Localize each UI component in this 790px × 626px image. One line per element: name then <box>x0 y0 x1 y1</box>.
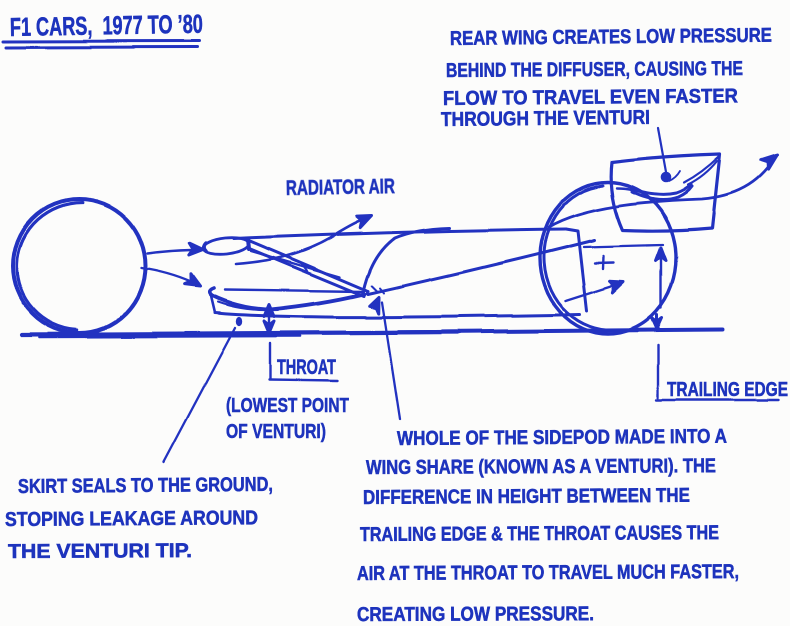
svg-text:FLOW TO TRAVEL EVEN FASTER: FLOW TO TRAVEL EVEN FASTER <box>443 85 739 110</box>
svg-text:CREATING LOW PRESSURE.: CREATING LOW PRESSURE. <box>357 603 594 626</box>
svg-text:(LOWEST POINT: (LOWEST POINT <box>226 395 349 417</box>
svg-text:WHOLE OF THE SIDEPOD MADE INTO: WHOLE OF THE SIDEPOD MADE INTO A <box>397 426 727 450</box>
svg-text:TRAILING EDGE: TRAILING EDGE <box>667 379 788 401</box>
svg-text:STOPING LEAKAGE AROUND: STOPING LEAKAGE AROUND <box>5 507 258 531</box>
svg-text:THROAT: THROAT <box>277 356 336 379</box>
svg-text:OF VENTURI): OF VENTURI) <box>226 421 326 443</box>
svg-text:THROUGH THE VENTURI: THROUGH THE VENTURI <box>441 107 650 131</box>
svg-text:RADIATOR AIR: RADIATOR AIR <box>286 175 395 200</box>
svg-text:REAR WING CREATES LOW PRESSURE: REAR WING CREATES LOW PRESSURE <box>450 25 772 50</box>
svg-text:WING SHARE (KNOWN AS A VENTURI: WING SHARE (KNOWN AS A VENTURI). THE <box>366 455 716 479</box>
svg-text:BEHIND THE DIFFUSER, CAUSING T: BEHIND THE DIFFUSER, CAUSING THE <box>446 58 743 82</box>
svg-text:F1 CARS, 1977 TO ’80: F1 CARS, 1977 TO ’80 <box>10 9 203 42</box>
svg-text:AIR AT THE THROAT TO TRAVEL MU: AIR AT THE THROAT TO TRAVEL MUCH FASTER, <box>357 561 739 585</box>
svg-text:TRAILING EDGE & THE THROAT CAU: TRAILING EDGE & THE THROAT CAUSES THE <box>360 522 719 546</box>
svg-text:THE VENTURI TIP.: THE VENTURI TIP. <box>8 540 192 563</box>
svg-text:SKIRT SEALS TO THE GROUND,: SKIRT SEALS TO THE GROUND, <box>18 474 273 498</box>
svg-text:DIFFERENCE IN HEIGHT BETWEEN T: DIFFERENCE IN HEIGHT BETWEEN THE <box>363 485 690 509</box>
